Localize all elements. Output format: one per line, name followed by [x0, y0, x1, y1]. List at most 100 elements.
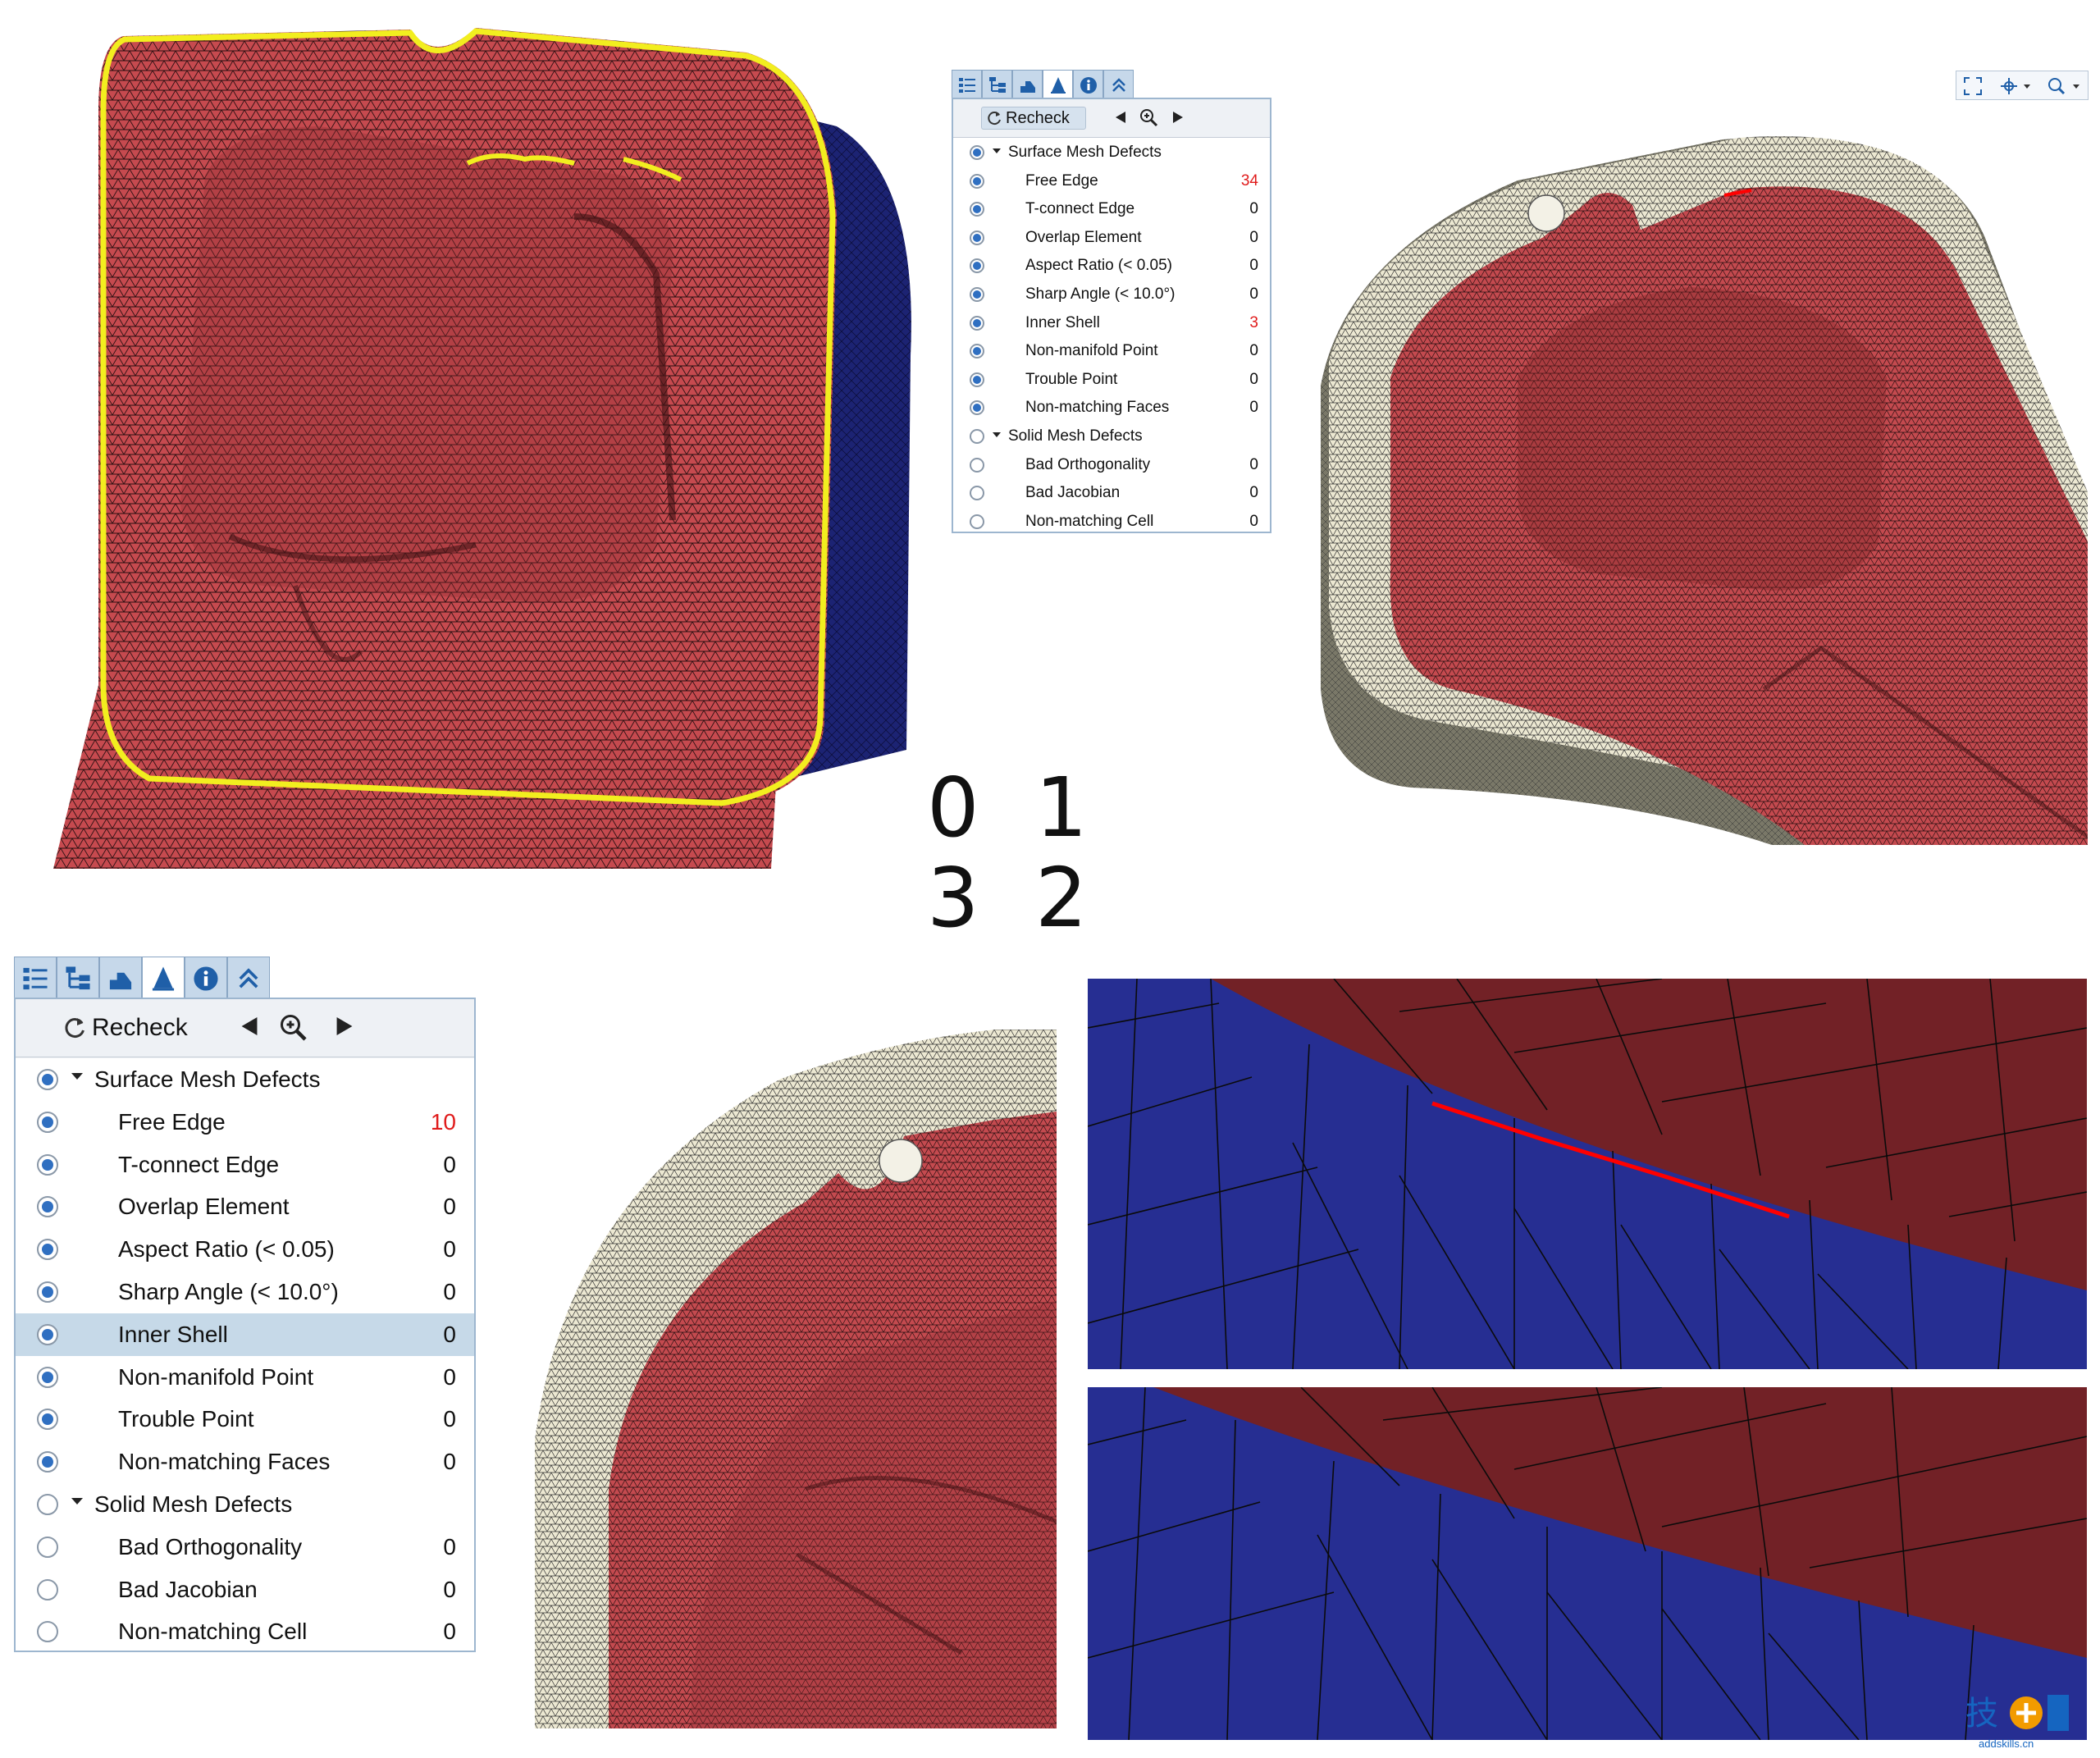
group-radio[interactable]	[970, 145, 984, 160]
previous-button[interactable]	[237, 1014, 262, 1039]
defect-radio[interactable]	[37, 1409, 58, 1431]
tab-model[interactable]	[99, 957, 142, 999]
fit-view-icon	[1963, 76, 1983, 96]
defect-count: 0	[443, 1321, 456, 1347]
defect-radio[interactable]	[37, 1239, 58, 1261]
defect-radio[interactable]	[37, 1536, 58, 1558]
defect-radio[interactable]	[970, 457, 984, 473]
quadrant-label-0: 0	[927, 760, 979, 856]
zoom-to-defect-button[interactable]	[1138, 107, 1159, 128]
defect-radio[interactable]	[37, 1366, 58, 1388]
group-radio[interactable]	[37, 1069, 58, 1090]
group-header-solid-mesh-defects[interactable]: Solid Mesh Defects	[953, 422, 1270, 450]
tab-hierarchy[interactable]	[57, 957, 99, 999]
defect-row-sharp-angle-10-0[interactable]: Sharp Angle (< 10.0°)0	[16, 1271, 474, 1313]
tab-mesh-check[interactable]	[1043, 70, 1073, 99]
refresh-icon	[986, 110, 1002, 126]
defect-radio[interactable]	[37, 1323, 58, 1345]
defect-row-aspect-ratio-0-05[interactable]: Aspect Ratio (< 0.05)0	[953, 251, 1270, 280]
group-radio[interactable]	[37, 1494, 58, 1515]
defect-label: Non-manifold Point	[118, 1363, 314, 1390]
defect-radio[interactable]	[37, 1578, 58, 1600]
zoom-to-defect-button[interactable]	[276, 1011, 309, 1043]
defect-count: 0	[1249, 257, 1258, 275]
defect-radio[interactable]	[37, 1153, 58, 1176]
tab-info[interactable]	[1073, 70, 1103, 99]
watermark-logo: 技 addskills.cn	[1962, 1690, 2093, 1756]
defect-radio[interactable]	[37, 1621, 58, 1643]
defect-count: 0	[1249, 342, 1258, 360]
defect-radio[interactable]	[37, 1196, 58, 1218]
defect-count: 34	[1240, 171, 1258, 189]
defect-radio[interactable]	[970, 344, 984, 359]
svg-text:技: 技	[1965, 1695, 1998, 1733]
next-button[interactable]	[332, 1014, 357, 1039]
recheck-button[interactable]: Recheck	[981, 107, 1086, 130]
tab-collapse[interactable]	[227, 957, 270, 999]
defect-radio[interactable]	[970, 514, 984, 529]
defect-radio[interactable]	[37, 1451, 58, 1473]
tab-model[interactable]	[1012, 70, 1043, 99]
rotate-button[interactable]	[1999, 76, 2032, 96]
tab-info[interactable]	[185, 957, 227, 999]
defect-radio[interactable]	[970, 486, 984, 501]
defect-radio[interactable]	[970, 400, 984, 416]
defect-radio[interactable]	[970, 258, 984, 274]
group-header-solid-mesh-defects[interactable]: Solid Mesh Defects	[16, 1483, 474, 1526]
recheck-button[interactable]: Recheck	[57, 1011, 189, 1045]
zoom-icon	[2047, 76, 2084, 96]
defect-radio[interactable]	[970, 173, 984, 189]
group-radio[interactable]	[970, 429, 984, 444]
defect-label: Free Edge	[118, 1108, 226, 1135]
next-button[interactable]	[1169, 108, 1187, 126]
tab-hierarchy[interactable]	[982, 70, 1012, 99]
defect-radio[interactable]	[37, 1281, 58, 1303]
defect-label: Non-matching Faces	[1025, 399, 1170, 417]
tab-mesh-check[interactable]	[142, 957, 185, 999]
defect-row-sharp-angle-10-0[interactable]: Sharp Angle (< 10.0°)0	[953, 280, 1270, 308]
group-header-surface-mesh-defects[interactable]: Surface Mesh Defects	[16, 1058, 474, 1101]
defect-radio[interactable]	[970, 202, 984, 217]
tab-list-tree[interactable]	[14, 957, 57, 999]
defect-radio[interactable]	[970, 230, 984, 245]
tab-collapse[interactable]	[1103, 70, 1134, 99]
defect-count: 0	[443, 1533, 456, 1559]
expand-triangle-icon[interactable]	[993, 432, 1001, 437]
previous-button[interactable]	[1112, 108, 1130, 126]
defect-radio[interactable]	[970, 315, 984, 331]
defect-radio[interactable]	[970, 287, 984, 302]
expand-triangle-icon[interactable]	[71, 1073, 83, 1080]
recheck-label: Recheck	[1006, 108, 1070, 127]
group-header-surface-mesh-defects[interactable]: Surface Mesh Defects	[953, 138, 1270, 167]
expand-triangle-icon[interactable]	[993, 148, 1001, 153]
defect-count: 0	[443, 1449, 456, 1475]
expand-triangle-icon[interactable]	[71, 1498, 83, 1505]
tab-list-tree[interactable]	[952, 70, 982, 99]
defect-row-aspect-ratio-0-05[interactable]: Aspect Ratio (< 0.05)0	[16, 1228, 474, 1271]
fit-view-button[interactable]	[1963, 76, 1983, 96]
zoom-button[interactable]	[2047, 76, 2084, 96]
defect-radio[interactable]	[37, 1111, 58, 1133]
defect-label: Non-matching Cell	[118, 1619, 308, 1645]
defect-radio[interactable]	[970, 372, 984, 387]
